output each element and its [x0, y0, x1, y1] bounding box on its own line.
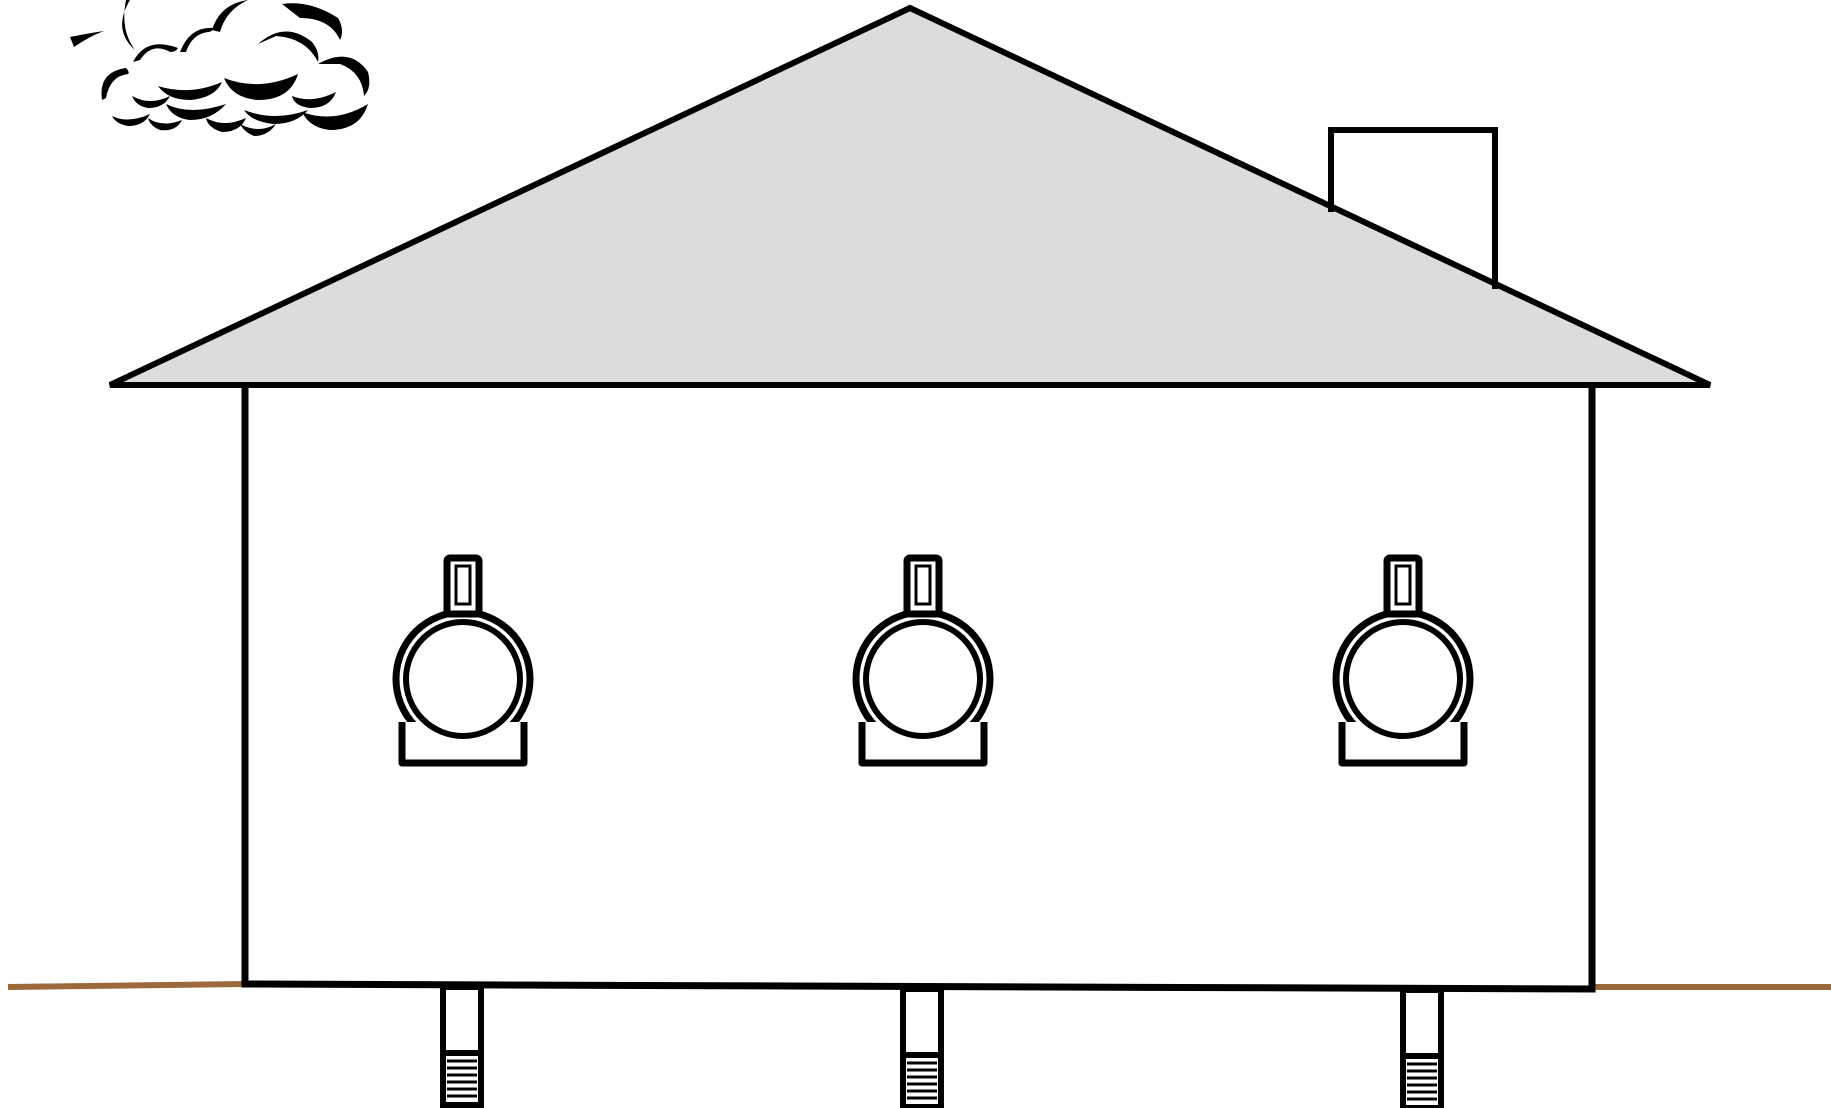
pipe-body: [1400, 987, 1444, 1108]
pipe-body: [900, 986, 944, 1108]
tank-inner-circle: [1343, 619, 1463, 739]
chimney: [1328, 127, 1498, 289]
vent-pipe: [900, 986, 944, 1108]
vent-pipe: [1400, 987, 1444, 1108]
tank-base: [1338, 722, 1468, 767]
smoke-cloud: [70, 0, 370, 136]
tank-base: [858, 722, 988, 767]
tank-inner-circle: [403, 619, 523, 739]
gas-tanks: [392, 554, 1474, 767]
valve-slot: [454, 564, 472, 606]
tank-inner-circle: [863, 619, 983, 739]
gas-tank: [852, 554, 994, 767]
roof: [108, 4, 1712, 388]
valve-slot: [914, 564, 932, 606]
vent-pipes: [440, 984, 1444, 1108]
tank-base: [398, 722, 528, 767]
gas-tank: [1332, 554, 1474, 767]
pipe-body: [440, 984, 484, 1108]
ground-line: [7, 981, 1831, 990]
vent-pipe: [440, 984, 484, 1108]
gas-tank: [392, 554, 534, 767]
valve-slot: [1394, 564, 1412, 606]
